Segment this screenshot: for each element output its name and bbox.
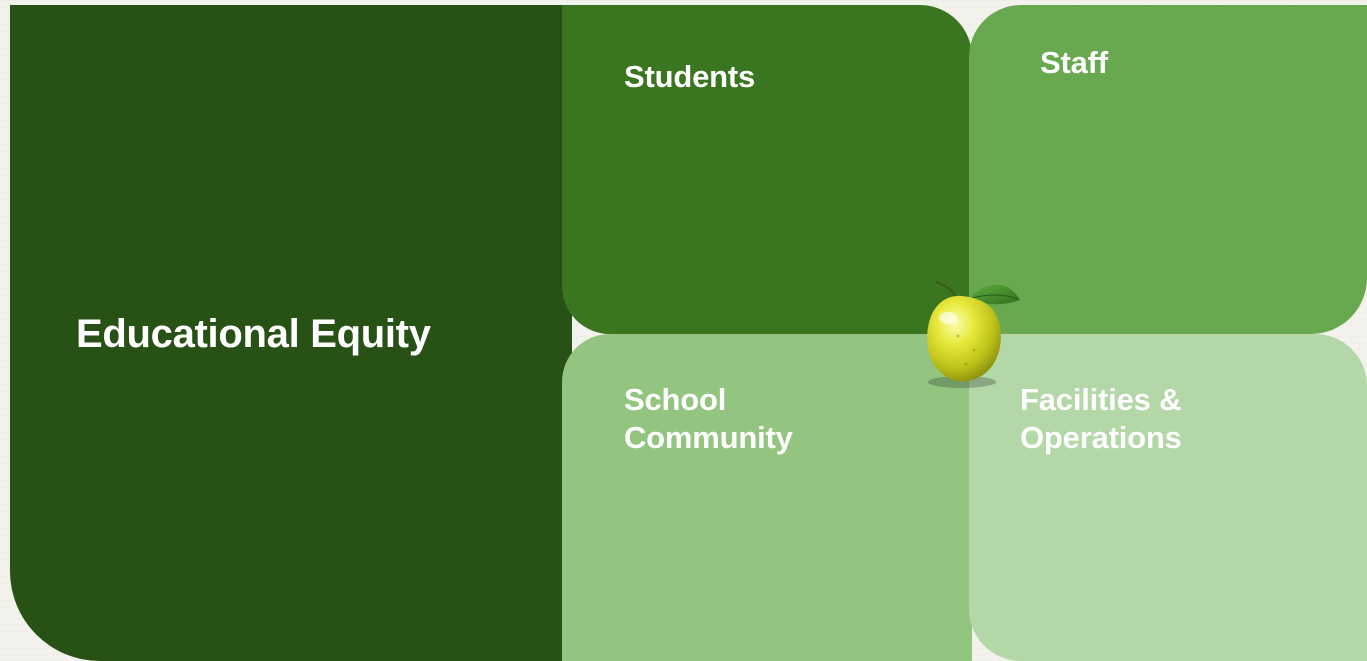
students-label: Students <box>624 59 756 94</box>
educational-equity-label: Educational Equity <box>76 312 431 356</box>
staff-tile: Staff <box>969 5 1367 334</box>
staff-label: Staff <box>1040 45 1108 80</box>
facilities-operations-label: Facilities & Operations <box>1020 382 1182 455</box>
students-tile: Students <box>562 5 972 334</box>
lemon-icon <box>927 281 1020 388</box>
educational-equity-tile: Educational Equity <box>10 5 572 661</box>
school-community-tile: School Community <box>562 334 972 661</box>
facilities-operations-tile: Facilities & Operations <box>969 334 1367 661</box>
school-community-label: School Community <box>624 382 793 455</box>
